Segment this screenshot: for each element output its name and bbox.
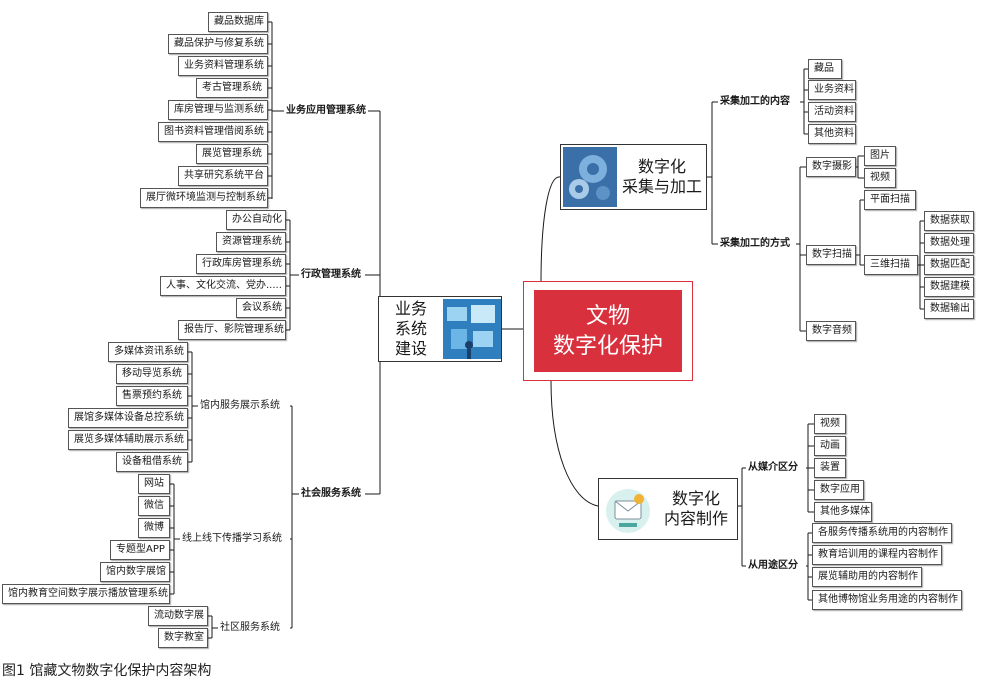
content-production-text: 数字化 内容制作: [653, 489, 739, 529]
inhouse-display-label: 馆内服务展示系统: [198, 399, 282, 413]
leaf-item: 人事、文化交流、党办.....: [160, 276, 286, 296]
leaf-item: 微信: [138, 496, 170, 516]
leaf-item: 藏品: [808, 59, 842, 79]
leaf-item: 馆内教育空间数字展示播放管理系统: [2, 584, 170, 604]
leaf-item: 藏品数据库: [208, 12, 268, 32]
leaf-item: 多媒体资讯系统: [108, 342, 188, 362]
leaf-item: 教育培训用的课程内容制作: [812, 545, 942, 565]
center-topic-line1: 文物: [585, 304, 630, 329]
leaf-item: 馆内数字展馆: [100, 562, 170, 582]
leaf-item: 共享研究系统平台: [178, 166, 268, 186]
leaf-item: 办公自动化: [226, 210, 286, 230]
leaf-item: 其他资料: [808, 124, 856, 144]
collection-method-label: 采集加工的方式: [718, 237, 792, 251]
leaf-item: 库房管理与监测系统: [168, 100, 268, 120]
leaf-item: 动画: [814, 436, 846, 456]
collection-processing-node: 数字化 采集与加工: [560, 144, 707, 210]
digital-audio-node: 数字音频: [806, 321, 856, 341]
content-line2: 内容制作: [663, 509, 728, 528]
leaf-item: 展览辅助用的内容制作: [812, 567, 922, 587]
3d-scan-node: 三维扫描: [864, 255, 918, 275]
leaf-item: 报告厅、影院管理系统: [178, 320, 286, 340]
leaf-item: 展厅微环境监测与控制系统: [140, 188, 268, 208]
leaf-item: 图书资料管理借阅系统: [158, 122, 268, 142]
leaf-item: 各服务传播系统用的内容制作: [812, 523, 952, 543]
online-offline-label: 线上线下传播学习系统: [180, 532, 284, 546]
community-service-label: 社区服务系统: [218, 621, 282, 635]
collection-processing-text: 数字化 采集与加工: [617, 157, 707, 197]
business-illustration-icon: [443, 299, 501, 359]
business-system-text: 业务 系统 建设: [379, 299, 443, 359]
media-illustration-icon: [606, 489, 650, 533]
gears-illustration-icon: [563, 147, 617, 207]
leaf-item: 移动导览系统: [116, 364, 188, 384]
leaf-item: 数字教室: [158, 628, 208, 648]
business-system-line2: 系统: [394, 319, 427, 338]
leaf-item: 展览管理系统: [196, 144, 268, 164]
admin-mgmt-label: 行政管理系统: [299, 268, 363, 282]
collection-line1: 数字化: [637, 157, 686, 176]
digital-scan-node: 数字扫描: [806, 245, 856, 265]
leaf-item: 数据处理: [924, 233, 974, 253]
leaf-item: 网站: [138, 474, 170, 494]
collection-line2: 采集与加工: [621, 177, 702, 196]
leaf-item: 数据获取: [924, 211, 974, 231]
social-service-label: 社会服务系统: [299, 487, 363, 501]
leaf-item: 售票预约系统: [116, 386, 188, 406]
business-system-line3: 建设: [394, 339, 427, 358]
by-purpose-label: 从用途区分: [746, 559, 800, 573]
business-app-label: 业务应用管理系统: [284, 104, 368, 118]
leaf-item: 图片: [864, 146, 896, 166]
leaf-item: 活动资料: [808, 102, 856, 122]
leaf-item: 专题型APP: [110, 540, 170, 560]
leaf-item: 装置: [814, 458, 846, 478]
leaf-item: 流动数字展: [148, 606, 208, 626]
leaf-item: 资源管理系统: [216, 232, 286, 252]
center-topic-panel: 文物 数字化保护: [534, 290, 682, 372]
leaf-item: 数据建模: [924, 277, 974, 297]
leaf-item: 展览多媒体辅助展示系统: [68, 430, 188, 450]
leaf-item: 设备租借系统: [116, 452, 188, 472]
business-system-line1: 业务: [394, 299, 427, 318]
digital-photo-node: 数字摄影: [806, 157, 856, 177]
leaf-item: 数据输出: [924, 299, 974, 319]
leaf-item: 会议系统: [236, 298, 286, 318]
leaf-item: 数据匹配: [924, 255, 974, 275]
leaf-item: 考古管理系统: [196, 78, 268, 98]
center-topic-line2: 数字化保护: [552, 334, 663, 359]
leaf-item: 视频: [864, 168, 896, 188]
content-line1: 数字化: [671, 489, 720, 508]
leaf-item: 藏品保护与修复系统: [168, 34, 268, 54]
leaf-item: 业务资料: [808, 80, 856, 100]
leaf-item: 视频: [814, 414, 846, 434]
figure-caption: 图1 馆藏文物数字化保护内容架构: [2, 663, 212, 679]
collection-content-label: 采集加工的内容: [718, 95, 792, 109]
leaf-item: 其他多媒体: [814, 502, 872, 522]
leaf-item: 其他博物馆业务用途的内容制作: [812, 590, 962, 610]
leaf-item: 行政库房管理系统: [196, 254, 286, 274]
by-medium-label: 从媒介区分: [746, 461, 800, 475]
leaf-item: 业务资料管理系统: [178, 56, 268, 76]
leaf-item: 微博: [138, 518, 170, 538]
leaf-item: 平面扫描: [864, 190, 916, 210]
leaf-item: 展馆多媒体设备总控系统: [68, 408, 188, 428]
leaf-item: 数字应用: [814, 480, 864, 500]
center-topic-box: 文物 数字化保护: [523, 281, 693, 381]
business-system-node: 业务 系统 建设: [378, 296, 502, 362]
content-production-node: 数字化 内容制作: [598, 478, 738, 540]
